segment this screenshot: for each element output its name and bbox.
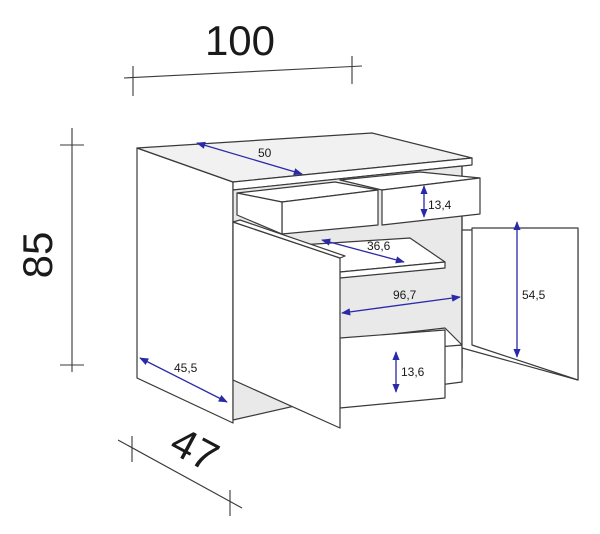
drawers bbox=[236, 171, 481, 235]
bottom-insert bbox=[339, 329, 446, 409]
drawer-height-label: 13,4 bbox=[428, 198, 452, 212]
top-depth-label: 50 bbox=[258, 146, 272, 160]
depth-label: 47 bbox=[163, 417, 226, 480]
depth-dimension-line bbox=[117, 439, 243, 509]
width-dimension: 100 bbox=[123, 17, 363, 96]
shelf-depth-label: 36,6 bbox=[367, 239, 391, 253]
height-label: 85 bbox=[14, 232, 61, 279]
inner-width-label: 96,7 bbox=[393, 288, 417, 302]
side-depth-arrow bbox=[139, 357, 228, 403]
bottom-clearance-label: 13,6 bbox=[401, 365, 425, 379]
height-dimension: 85 bbox=[14, 128, 84, 372]
right-door bbox=[471, 227, 579, 381]
depth-dimension: 47 bbox=[117, 417, 243, 516]
width-dimension-line bbox=[123, 65, 363, 79]
shelf-depth-arrow bbox=[321, 238, 405, 264]
worktop-front-edge bbox=[232, 157, 473, 191]
right-drawer-front bbox=[381, 177, 481, 226]
door-height-label: 54,5 bbox=[522, 288, 546, 302]
left-side-panel bbox=[136, 147, 234, 424]
top-depth-arrow bbox=[196, 141, 303, 176]
inner-measures: 50 13,4 36,6 96,7 54,5 45,5 13,6 bbox=[139, 141, 546, 403]
width-label: 100 bbox=[205, 17, 275, 64]
inner-width-arrow bbox=[341, 294, 461, 316]
side-depth-label: 45,5 bbox=[174, 361, 198, 375]
